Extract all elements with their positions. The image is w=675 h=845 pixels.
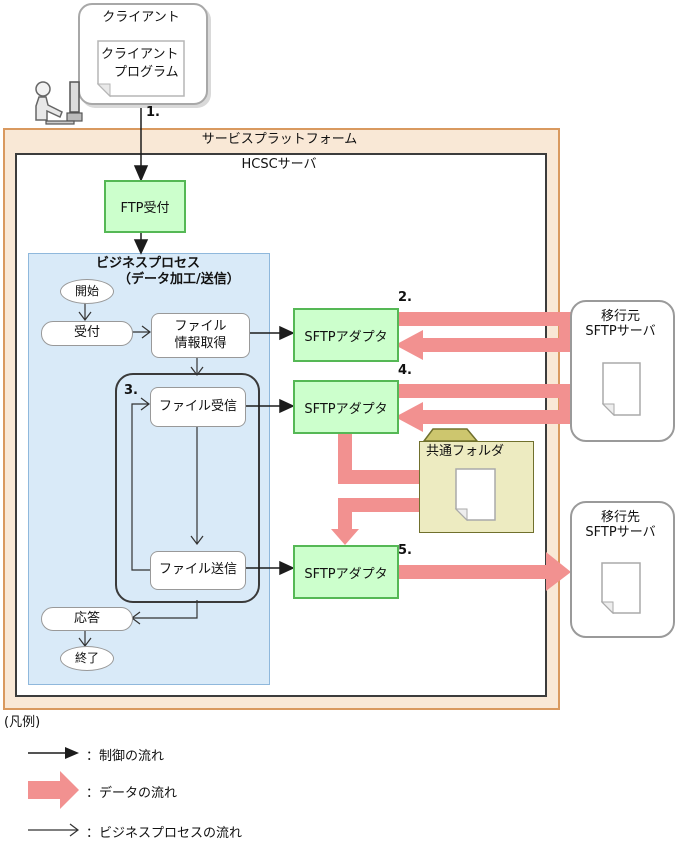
- control-flow-arrows: [133, 101, 295, 576]
- service-platform-title: サービスプラットフォーム: [201, 132, 358, 147]
- source-sftp-server-title: 移行元 SFTPサーバ: [570, 309, 671, 340]
- hcsc-server-title: HCSCサーバ: [241, 157, 317, 172]
- legend-control-arrow-icon: [28, 747, 79, 759]
- step-4-label: 4.: [398, 363, 412, 378]
- legend-data-arrow-icon: [28, 771, 79, 809]
- shared-folder-title: 共通フォルダ: [426, 444, 505, 459]
- bp-file-info-line2: 情報取得: [174, 335, 227, 351]
- bp-file-send-label: ファイル送信: [158, 562, 237, 578]
- legend-title: (凡例): [4, 715, 41, 730]
- sftp-adapter-3-label: SFTPアダプタ: [304, 566, 388, 582]
- bp-response-label: 応答: [73, 610, 100, 626]
- dest-sftp-server-title: 移行先 SFTPサーバ: [570, 510, 671, 541]
- sftp-adapter-1: SFTPアダプタ: [293, 308, 399, 362]
- bp-file-info-node: ファイル 情報取得: [151, 313, 250, 358]
- bp-start-node: 開始: [60, 279, 114, 304]
- client-program-line2: プログラム: [114, 65, 179, 80]
- bp-accept-node: 受付: [41, 321, 133, 346]
- legend-process-arrow-icon: [28, 823, 79, 837]
- client-title: クライアント: [102, 10, 180, 25]
- source-server-line1: 移行元: [600, 309, 640, 324]
- user-at-computer-icon: [35, 81, 83, 125]
- bp-file-info-line1: ファイル: [174, 319, 227, 335]
- ftp-reception-label: FTP受付: [120, 201, 170, 216]
- step-1-label: 1.: [146, 105, 160, 120]
- shared-folder-document-icon: [455, 468, 496, 521]
- legend-data-label: ：データの流れ: [86, 786, 178, 801]
- source-server-document-icon: [602, 362, 641, 416]
- loop-container: [115, 373, 260, 603]
- data-flow-arrows: [331, 312, 573, 591]
- dest-sftp-server-box: [570, 501, 675, 638]
- business-process-title: ビジネスプロセス: [95, 256, 200, 271]
- bp-file-receive-label: ファイル受信: [158, 398, 237, 414]
- folder-tab-icon: [422, 428, 479, 442]
- business-process-subtitle: （データ加工/送信）: [118, 272, 240, 287]
- sftp-adapter-3: SFTPアダプタ: [293, 545, 399, 599]
- legend-control-label: ：制御の流れ: [86, 749, 165, 764]
- client-program-line1: クライアント: [101, 47, 179, 62]
- sftp-adapter-1-label: SFTPアダプタ: [304, 329, 388, 345]
- sftp-adapter-2: SFTPアダプタ: [293, 380, 399, 434]
- source-server-line2: SFTPサーバ: [585, 323, 656, 339]
- bp-end-node: 終了: [60, 646, 114, 671]
- dest-server-document-icon: [601, 562, 641, 614]
- dest-server-line2: SFTPサーバ: [585, 524, 656, 540]
- bp-file-receive-node: ファイル受信: [150, 387, 246, 427]
- step-2-label: 2.: [398, 290, 412, 305]
- bp-accept-label: 受付: [73, 325, 100, 341]
- bp-file-send-node: ファイル送信: [150, 551, 246, 590]
- sftp-adapter-2-label: SFTPアダプタ: [304, 401, 388, 417]
- step-5-label: 5.: [398, 543, 412, 558]
- bp-end-label: 終了: [74, 651, 99, 665]
- legend-process-label: ：ビジネスプロセスの流れ: [86, 826, 243, 841]
- client-program-note-icon: [97, 40, 185, 98]
- bp-start-label: 開始: [74, 284, 99, 298]
- bp-response-node: 応答: [41, 607, 133, 631]
- process-flow-arrows: [78, 302, 204, 647]
- step-3-label: 3.: [124, 383, 138, 398]
- dest-server-line1: 移行先: [600, 510, 640, 525]
- ftp-reception-box: FTP受付: [104, 180, 186, 233]
